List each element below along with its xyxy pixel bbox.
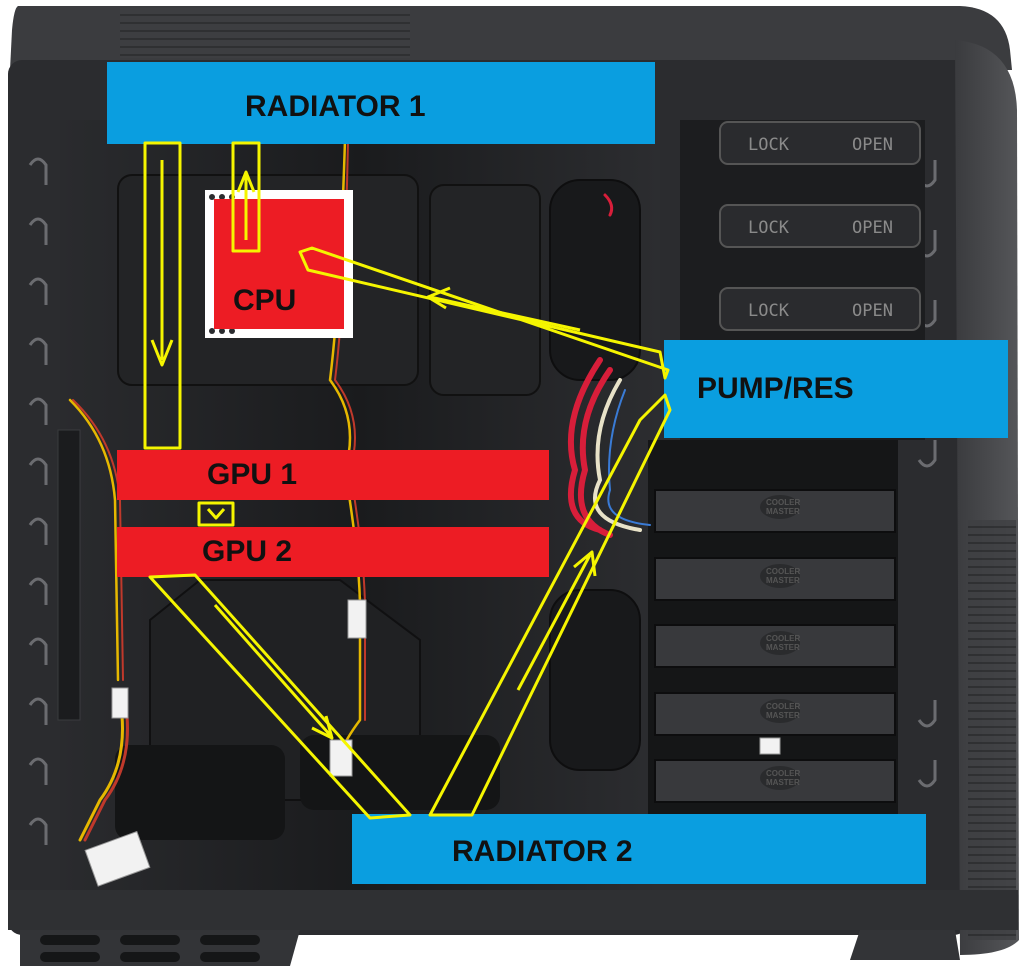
hdd-tray-logos: COOLER MASTER COOLER MASTER COOLER MASTE… [760, 495, 800, 790]
radiator-2-label: RADIATOR 2 [452, 835, 633, 868]
radiator-2-block [352, 814, 926, 884]
bay-3-lock-label: LOCK [748, 301, 790, 321]
coolant-flow-paths [143, 141, 672, 820]
radiator-1-label: RADIATOR 1 [245, 90, 426, 123]
pump-res-label: PUMP/RES [697, 372, 854, 405]
bay-1-open-label: OPEN [852, 135, 893, 155]
cpu-label: CPU [233, 284, 296, 317]
bay-slider-2: LOCK OPEN [719, 204, 921, 248]
pump-res-block [664, 340, 1008, 438]
tube-gpu2-to-rad2 [148, 573, 412, 820]
small-red-wire [603, 193, 614, 217]
gpu-2-block [117, 527, 549, 577]
arrow-up-cpu-rad1 [236, 170, 256, 240]
radiator-1: RADIATOR 1 [107, 62, 655, 144]
hdd-3-brand-bottom: MASTER [766, 643, 800, 652]
gpu-1-label: GPU 1 [207, 458, 297, 491]
tube-rad1-to-gpu1 [143, 141, 182, 450]
bay-2-open-label: OPEN [852, 218, 893, 238]
molex-connector [84, 830, 151, 887]
bay-slider-3: LOCK OPEN [719, 287, 921, 331]
expansion-slot-strip [57, 429, 81, 721]
bay-1-lock-label: LOCK [748, 135, 790, 155]
psu-cable-yellow [68, 398, 120, 682]
pump-res: PUMP/RES [664, 340, 1008, 438]
hdd-connector [759, 737, 781, 755]
bay-3-open-label: OPEN [852, 301, 893, 321]
gpu-2-label: GPU 2 [202, 535, 292, 568]
tray-grommet-upper [549, 179, 641, 381]
hdd-4-brand-top: COOLER [766, 702, 800, 711]
hdd-1-brand-bottom: MASTER [766, 507, 800, 516]
hdd-2-brand-bottom: MASTER [766, 576, 800, 585]
cpu-block [214, 199, 344, 329]
case-foot-right [850, 930, 960, 960]
arrow-gpu2-rad2 [213, 604, 334, 740]
cpu: CPU [205, 190, 353, 338]
rear-vent-slots [28, 157, 48, 845]
tube-gpu1-to-gpu2 [197, 501, 235, 527]
case-base [8, 890, 1018, 930]
hdd-3-brand-top: COOLER [766, 634, 800, 643]
sata-cable-red [567, 357, 603, 533]
psu-connector [111, 687, 129, 719]
tube-pump-to-cpu [298, 246, 670, 380]
tube-rad2-to-pump [428, 393, 672, 817]
arrow-pump-cpu [426, 286, 581, 332]
top-vent [120, 8, 410, 58]
tray-grommet-lower [549, 589, 641, 771]
connectors [84, 599, 781, 887]
hdd-5-brand-top: COOLER [766, 769, 800, 778]
tray-cutout-bottom-left [115, 745, 285, 840]
hdd-1-brand-top: COOLER [766, 498, 800, 507]
hdd-4-brand-bottom: MASTER [766, 711, 800, 720]
gpu-1-block [117, 450, 549, 500]
radiator-1-block [107, 62, 655, 144]
bay-2-lock-label: LOCK [748, 218, 790, 238]
arrow-down-rad1-gpu1 [150, 160, 174, 367]
arrow-down-gpu1-gpu2 [206, 508, 226, 520]
bay-slider-1: LOCK OPEN [719, 121, 921, 165]
gpu-1: GPU 1 [117, 450, 549, 500]
hdd-5-brand-bottom: MASTER [766, 778, 800, 787]
tube-cpu-to-rad1 [231, 141, 261, 253]
front-panel-cable-blue [607, 389, 651, 526]
fan-connector-upper [347, 599, 367, 639]
hdd-2-brand-top: COOLER [766, 567, 800, 576]
foot-vents [40, 935, 260, 962]
hdd-cage: COOLER MASTER COOLER MASTER COOLER MASTE… [648, 440, 898, 820]
sata-cable-red-2 [577, 367, 613, 538]
front-panel-grooves [968, 520, 1016, 940]
front-panel-cable-white [593, 378, 642, 532]
arrow-rad2-pump [516, 550, 597, 691]
radiator-2: RADIATOR 2 [352, 814, 926, 884]
gpu-2: GPU 2 [117, 527, 549, 577]
